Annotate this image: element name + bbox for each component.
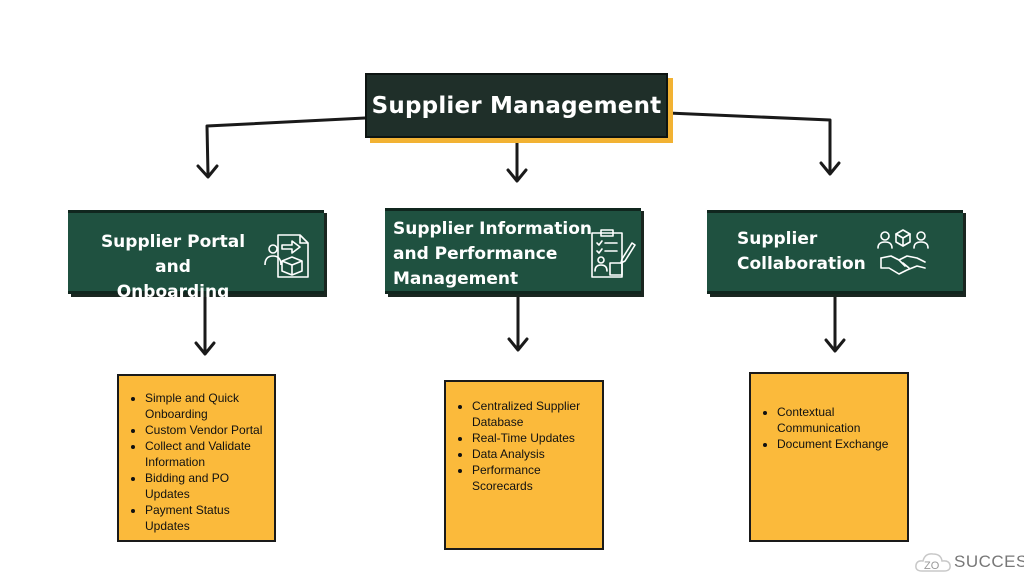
root-node: Supplier Management bbox=[365, 73, 673, 143]
document-arrow-user-icon bbox=[264, 234, 309, 278]
arrowhead-cat2-note bbox=[507, 337, 529, 352]
list-item: Real-Time Updates bbox=[472, 430, 602, 446]
category-title: Supplier Information and Performance Man… bbox=[393, 219, 592, 289]
list-item: Custom Vendor Portal bbox=[145, 422, 274, 438]
arrowhead-cat3-note bbox=[824, 338, 846, 353]
arrowhead-root-left bbox=[196, 164, 219, 179]
list-item: Collect and Validate Information bbox=[145, 438, 274, 470]
list-item: Centralized Supplier Database bbox=[472, 398, 602, 430]
category-title: Supplier Collaboration bbox=[737, 229, 866, 274]
list-item: Contextual Communication bbox=[777, 404, 907, 436]
category-supplier-collaboration: Supplier Collaboration bbox=[707, 210, 966, 297]
category-title: Supplier Portal and Onboarding bbox=[100, 232, 246, 302]
list-item: Payment Status Updates bbox=[145, 502, 274, 534]
brand-logo: ZO SUCCESS bbox=[914, 550, 1024, 574]
handshake-users-icon bbox=[877, 229, 929, 275]
clipboard-checklist-icon bbox=[591, 229, 636, 278]
category-supplier-portal: Supplier Portal and Onboarding bbox=[68, 210, 327, 302]
feature-list: Centralized Supplier Database Real-Time … bbox=[446, 382, 602, 494]
list-item: Data Analysis bbox=[472, 446, 602, 462]
arrowhead-root-right bbox=[819, 161, 841, 176]
note-supplier-portal: Simple and Quick Onboarding Custom Vendo… bbox=[117, 374, 276, 542]
feature-list: Simple and Quick Onboarding Custom Vendo… bbox=[119, 376, 274, 534]
root-title: Supplier Management bbox=[371, 92, 662, 119]
list-item: Performance Scorecards bbox=[472, 462, 602, 494]
cloud-logo-icon: ZO bbox=[915, 553, 951, 572]
list-item: Simple and Quick Onboarding bbox=[145, 390, 274, 422]
brand-text: SUCCESS bbox=[954, 552, 1024, 571]
note-supplier-collaboration: Contextual Communication Document Exchan… bbox=[749, 372, 909, 542]
list-item: Bidding and PO Updates bbox=[145, 470, 274, 502]
arrowhead-cat1-note bbox=[194, 341, 216, 356]
brand-mark: ZO bbox=[924, 560, 940, 572]
arrowhead-root-center bbox=[506, 168, 528, 183]
note-supplier-information: Centralized Supplier Database Real-Time … bbox=[444, 380, 604, 550]
list-item: Document Exchange bbox=[777, 436, 907, 452]
category-supplier-information: Supplier Information and Performance Man… bbox=[385, 208, 644, 297]
feature-list: Contextual Communication Document Exchan… bbox=[751, 374, 907, 452]
connector-root-left bbox=[205, 116, 367, 176]
connector-root-right bbox=[666, 111, 832, 173]
